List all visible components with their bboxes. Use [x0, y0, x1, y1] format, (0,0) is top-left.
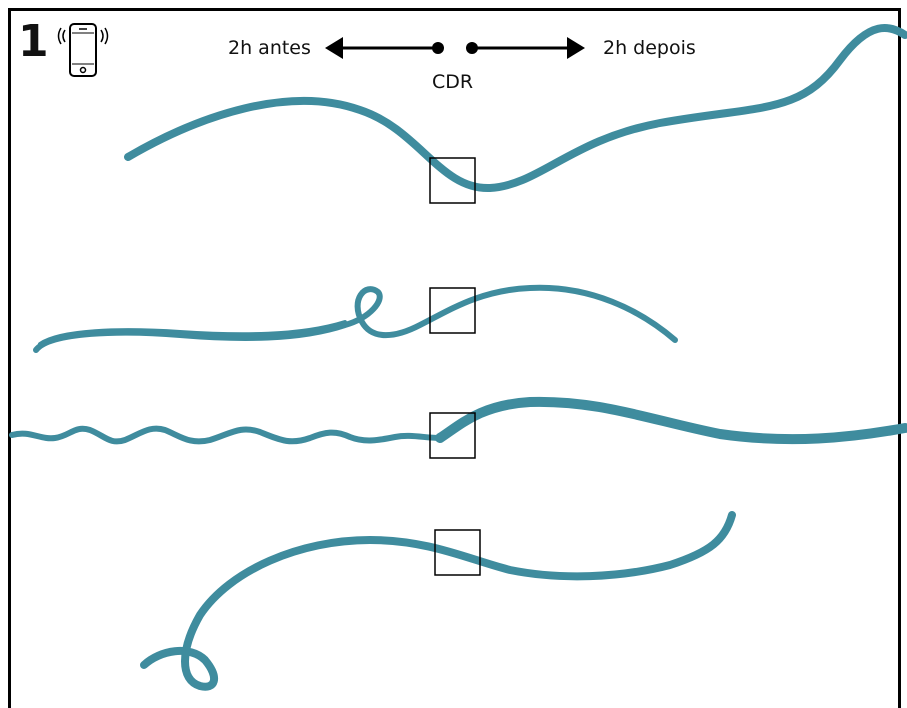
trajectory-3-wavy — [12, 429, 440, 442]
trajectory-2 — [36, 288, 675, 350]
timeline-before-arrow — [325, 37, 444, 59]
trajectory-2-shadow — [40, 322, 345, 344]
trajectory-4 — [144, 515, 732, 687]
timeline-after-arrow — [466, 37, 585, 59]
trajectory-3-thick — [440, 402, 905, 439]
trajectory-1 — [128, 28, 905, 188]
